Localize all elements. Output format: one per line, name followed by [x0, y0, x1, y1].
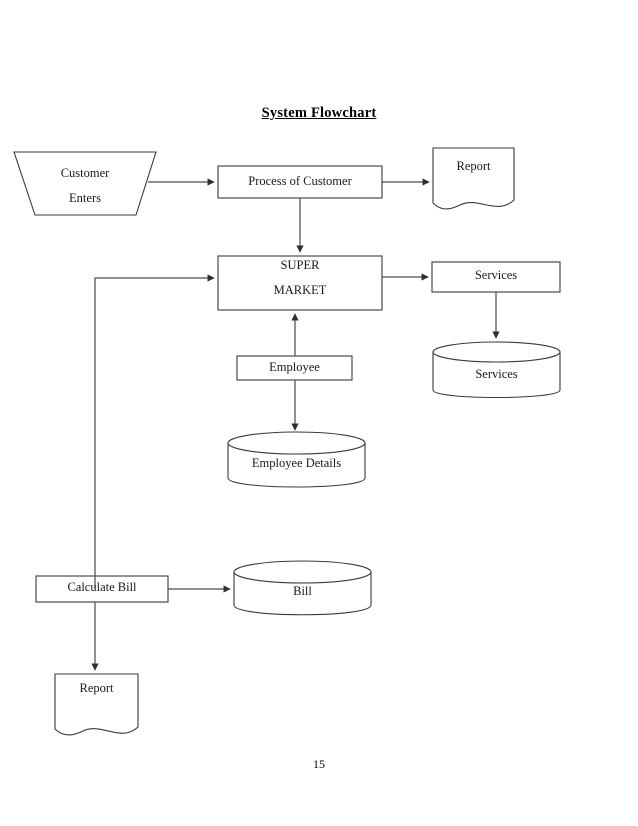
shape-customer-enters — [13, 151, 157, 216]
shape-employee-details-db — [227, 431, 366, 488]
shape-services-box — [431, 261, 561, 293]
shape-process-of-customer — [217, 165, 383, 199]
shape-bill-db — [233, 560, 372, 616]
edge-calculate-bill-to-supermarket — [94, 274, 215, 589]
page-title: System Flowchart — [261, 105, 377, 121]
shape-employee-box — [236, 355, 353, 381]
page-number: 15 — [313, 757, 325, 771]
shape-services-db — [432, 341, 561, 399]
shape-calculate-bill — [35, 575, 169, 603]
shape-super-market — [217, 255, 383, 311]
shape-report-top — [432, 147, 515, 210]
shape-report-bottom — [54, 673, 139, 736]
